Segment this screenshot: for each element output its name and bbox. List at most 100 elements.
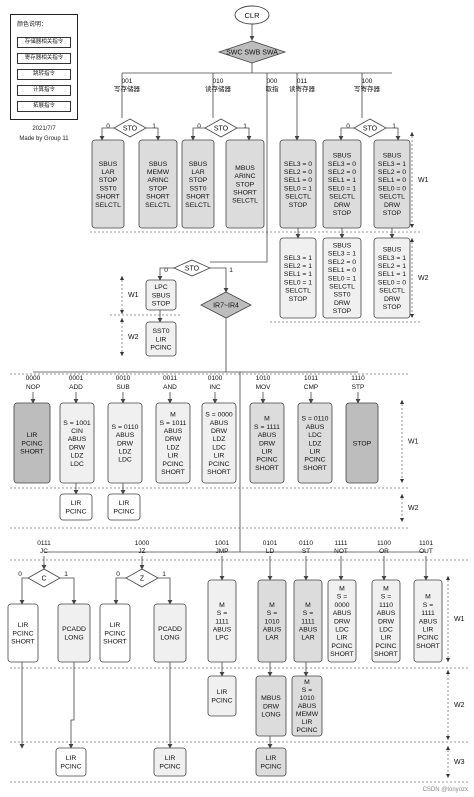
row2-w1-6-line: S = xyxy=(303,610,313,617)
row1-w1-0-box xyxy=(13,402,51,484)
row1-name-6: CMP xyxy=(304,384,318,391)
console-w1-2-line: SELCTL xyxy=(185,202,211,209)
row1-w1-1-line: S = 1001 xyxy=(63,420,91,427)
row2-code-4: 0110 xyxy=(299,540,313,547)
row2-name-1: JZ xyxy=(138,548,145,555)
row1-w1-3-line: ABUS xyxy=(164,428,183,435)
console-w1-4-line: SEL1 = 0 xyxy=(284,177,312,184)
row2-w1-7-line: SHORT xyxy=(330,651,354,658)
console-w1-0-line: SELCTL xyxy=(95,202,121,209)
console-w1-2-line: SHORT xyxy=(186,194,210,201)
jc-left xyxy=(19,577,28,605)
fetch-phase-w1-arrow-down xyxy=(120,310,124,314)
row2-w1-9-box xyxy=(413,579,443,663)
console-w2-0-line: SEL3 = 1 xyxy=(284,255,312,262)
console-w2-1-box xyxy=(322,237,362,319)
console-w2-0-box xyxy=(279,237,317,319)
console-w1-1-line: SBUS xyxy=(149,161,168,168)
row1-w1-6-box xyxy=(297,402,333,484)
row1-w1-6-line: LDZ xyxy=(309,440,322,447)
row1-w1-3-line: DRW xyxy=(165,436,182,443)
row2-w1-8-line: LIR xyxy=(381,635,392,642)
row2-w2-2-line: PCINC xyxy=(296,727,317,734)
console-name-2: 取指 xyxy=(266,84,280,93)
row2-w1-6-line: 1111 xyxy=(301,618,315,625)
console-phase-w1-arrow-down xyxy=(410,224,414,228)
console-sto-1-one: 1 xyxy=(243,123,247,130)
row1-w1-3-line: SHORT xyxy=(161,469,185,476)
console-w1-0-line: SHORT xyxy=(96,194,120,201)
console-w2-1-line: SST0 xyxy=(334,292,351,299)
console-w1-5-line: SEL3 = 0 xyxy=(328,161,356,168)
console-w2-1-line: STOP xyxy=(333,308,352,315)
row2-w2-1-box xyxy=(255,675,287,737)
fetch-w2-line: PCINC xyxy=(150,345,171,352)
row2-w1-5-line: LAR xyxy=(265,635,278,642)
row2-w1-0-line: SHORT xyxy=(11,639,35,646)
console-w2-0-line: SEL2 = 1 xyxy=(284,263,312,270)
jz-decision-shape xyxy=(125,568,159,588)
console-w1-4-line: SELCTL xyxy=(285,194,311,201)
row2-w1-7-line: 0000 xyxy=(334,602,349,609)
row1-phase-w2-arrow-down xyxy=(400,518,404,522)
console-w1-6-line: SEL3 = 1 xyxy=(378,161,406,168)
console-sto-2-shape xyxy=(353,118,387,138)
fetch-w1-box xyxy=(145,279,177,311)
row2-w1-3-line: PCADD xyxy=(158,626,182,633)
fetch-sto-right xyxy=(210,267,229,293)
row2-w1-8-line: DRW xyxy=(378,618,395,625)
row2-w2-2-line: S = xyxy=(302,687,312,694)
row2-w1-5-line: S = xyxy=(267,610,277,617)
row1-w2-0-box xyxy=(59,493,93,521)
row1-phase-w1-arrow-up xyxy=(400,400,404,404)
console-name-1: 读存储器 xyxy=(205,84,232,93)
row2-w1-6-box xyxy=(293,579,323,663)
row1-w1-1-line: LDC xyxy=(70,461,84,468)
row2-code-3: 0101 xyxy=(263,540,278,547)
row1-w1-5-line: PCINC xyxy=(256,457,277,464)
console-code-2: 000 xyxy=(267,78,278,85)
row2-w1-8-line: PCINC xyxy=(375,643,396,650)
sto0-right xyxy=(146,127,161,141)
row1-w1-4-line: S = 0000 xyxy=(205,412,233,419)
console-w2-1-line: DRW xyxy=(334,300,351,307)
console-w1-0-line: SST0 xyxy=(100,185,117,192)
jc-decision-shape xyxy=(27,568,61,588)
fetch-w1-line: SBUS xyxy=(152,292,171,299)
jc-decision-label: C xyxy=(41,576,46,583)
row2-w3-0-line: LIR xyxy=(66,755,77,762)
row2-w1-9-line: SHORT xyxy=(416,643,440,650)
console-w1-4-line: SEL3 = 0 xyxy=(284,161,312,168)
console-code-4: 100 xyxy=(362,78,373,85)
row1-w1-1-line: CIN xyxy=(71,428,83,435)
row1-w1-1-line: DRW xyxy=(69,444,86,451)
row2-w1-0-box xyxy=(7,603,39,663)
sto1-left xyxy=(190,127,205,141)
row2-w1-4-line: S = xyxy=(217,610,227,617)
row1-code-7: 1110 xyxy=(351,375,365,382)
console-w2-1-line: SEL1 = 0 xyxy=(328,267,356,274)
console-w2-1-line: SBUS xyxy=(333,243,352,250)
console-w2-2-box xyxy=(373,237,411,319)
row2-w1-9-line: PCINC xyxy=(417,635,438,642)
row2-w1-2-line: LIR xyxy=(110,622,121,629)
row2-w1-4-line: 1111 xyxy=(215,618,229,625)
row1-w1-0-line: SHORT xyxy=(20,449,44,456)
row2-w1-8-line: M xyxy=(383,586,389,593)
row1-w1-4-line: LIR xyxy=(214,453,225,460)
row1-w1-4-line: ABUS xyxy=(210,420,229,427)
row1-phase-w1-label: W1 xyxy=(408,439,419,446)
row1-w1-4-line: PCINC xyxy=(208,461,229,468)
row1-w1-5-line: SHORT xyxy=(255,465,279,472)
console-w2-2-line: STOP xyxy=(383,304,402,311)
console-w1-3-line: SHORT xyxy=(233,190,257,197)
console-w2-2-line: SEL2 = 1 xyxy=(378,263,406,270)
jc-one: 1 xyxy=(64,571,68,578)
fetch-w2-line: LIR xyxy=(156,336,167,343)
